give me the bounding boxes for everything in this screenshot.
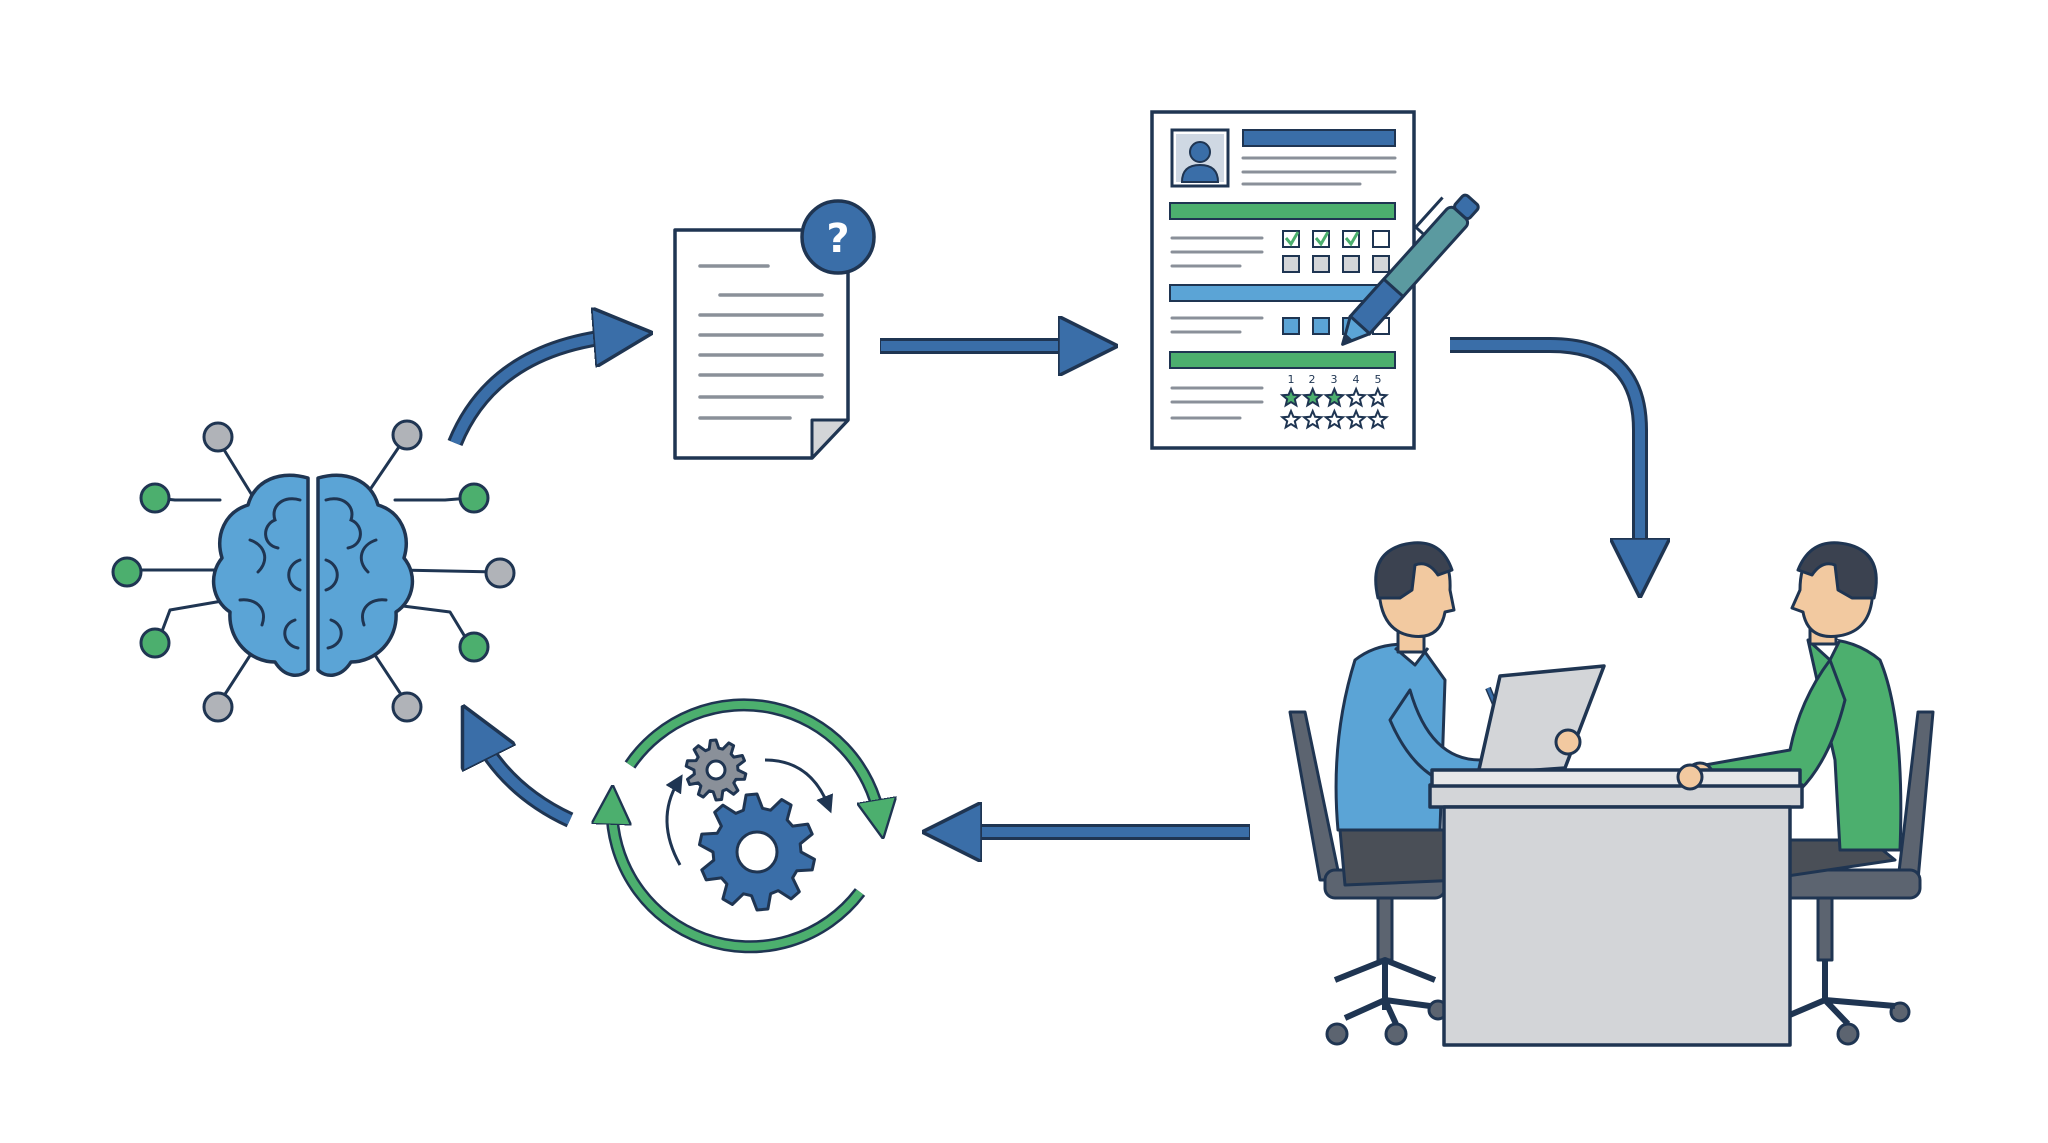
avatar-photo [1170,128,1230,188]
desk [1428,768,1804,1047]
star-icon [1366,408,1389,430]
star-icon [1301,386,1324,408]
arrow-cycle-to-brain [475,730,574,828]
rating-number: 1 [1288,373,1295,386]
large-gear-icon [698,792,816,912]
star-icon [1279,408,1303,430]
pen-icon [1341,193,1480,346]
checkbox-row-checked [1282,230,1390,248]
star-icon [1301,408,1324,430]
rating-number: 3 [1331,373,1338,386]
star-rating [1279,386,1389,430]
interview-scene-icon [1288,541,1935,1047]
ai-brain-network-icon [111,419,516,723]
rating-number: 5 [1375,373,1382,386]
rating-number: 2 [1309,373,1316,386]
star-icon [1366,386,1389,408]
star-icon [1323,386,1346,408]
star-icon [1344,408,1368,430]
question-document-icon [673,228,850,460]
checkbox-row-empty [1282,255,1390,273]
question-badge-text: ? [826,216,849,262]
arrow-brain-to-document [447,335,625,447]
interviewer-figure [1334,541,1532,887]
star-icon [1279,386,1303,408]
star-icon [1323,408,1346,430]
arrow-form-to-interview [1450,337,1640,570]
rating-number: 4 [1353,373,1360,386]
improvement-cycle-gears-icon [612,698,880,954]
star-icon [1344,386,1368,408]
tablet-icon [1476,664,1606,776]
small-gear-icon [684,738,748,802]
rating-scale-numbers: 1 2 3 4 5 [1288,373,1382,386]
evaluation-form-icon: 1 2 3 4 5 [1150,110,1416,450]
question-mark-badge-icon: ? [800,199,876,275]
candidate-hand [1676,763,1704,791]
